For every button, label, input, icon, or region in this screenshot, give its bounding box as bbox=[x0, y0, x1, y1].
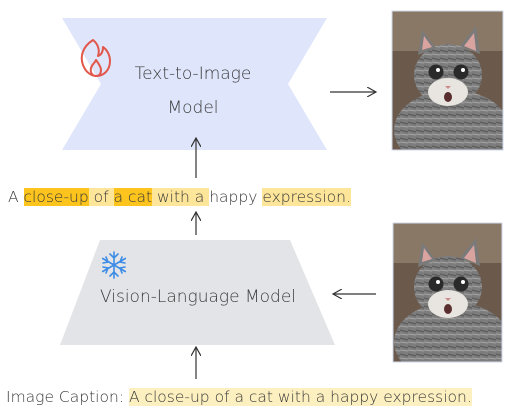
caption-segment: a cat bbox=[113, 188, 153, 206]
caption-segment: happy bbox=[209, 188, 258, 206]
generated-caption: A close-up of a cat with a happy express… bbox=[8, 187, 351, 207]
input-caption-prefix: Image Caption: bbox=[6, 388, 129, 406]
caption-segment: A bbox=[8, 188, 24, 206]
t2i-model-title-line1: Text-to-Image bbox=[134, 64, 252, 84]
vlm-model-shape bbox=[60, 240, 335, 345]
vlm-model-title: Vision-Language Model bbox=[99, 287, 297, 307]
t2i-model-shape bbox=[62, 18, 327, 150]
cat-photo-generated bbox=[392, 11, 503, 150]
snowflake-icon bbox=[101, 251, 127, 279]
t2i-model-title-line2: Model bbox=[167, 98, 219, 118]
caption-segment: of bbox=[88, 188, 114, 206]
input-caption-text: A close-up of a cat with a happy express… bbox=[128, 388, 472, 406]
fire-icon bbox=[80, 39, 111, 77]
caption-segment: expression. bbox=[262, 188, 351, 206]
caption-segment: with a bbox=[152, 188, 210, 206]
caption-segment: close-up bbox=[23, 188, 89, 206]
cat-photo-input bbox=[393, 223, 502, 362]
input-caption: Image Caption: A close-up of a cat with … bbox=[6, 387, 472, 407]
